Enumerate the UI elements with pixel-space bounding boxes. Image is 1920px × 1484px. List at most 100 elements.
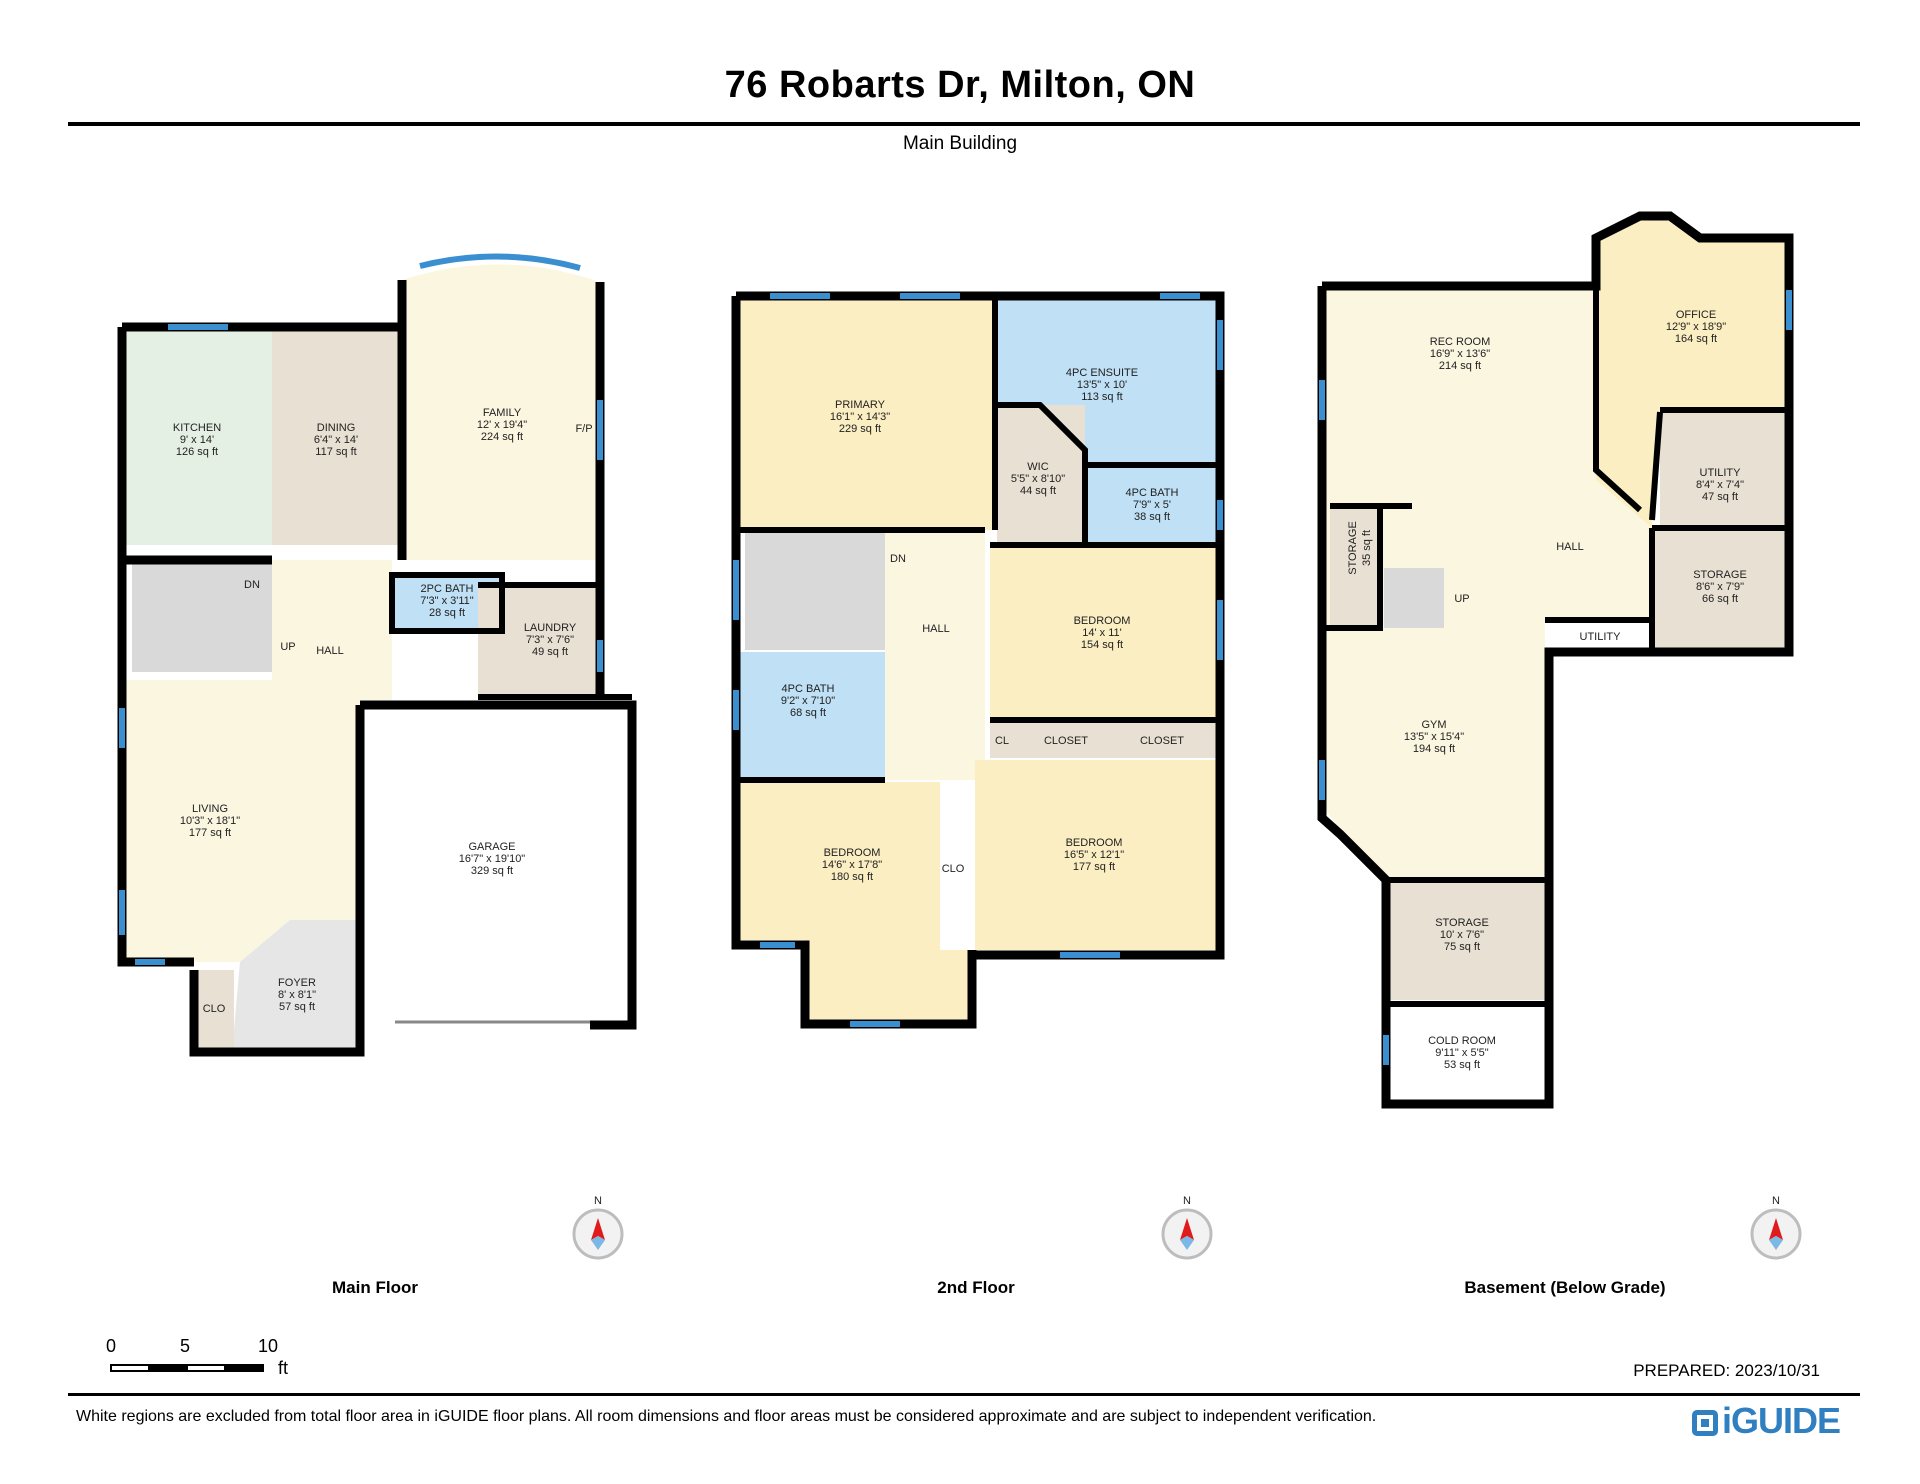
north-label: N bbox=[1772, 1195, 1780, 1207]
svg-text:12' x 19'4": 12' x 19'4" bbox=[477, 419, 527, 431]
room-4pc-bath-lower-fill bbox=[740, 652, 885, 780]
label-living: LIVING bbox=[192, 803, 228, 815]
label-utility: UTILITY bbox=[1700, 467, 1742, 479]
svg-text:13'5" x 15'4": 13'5" x 15'4" bbox=[1404, 731, 1464, 743]
svg-text:7'3" x 3'11": 7'3" x 3'11" bbox=[420, 595, 473, 607]
label-4pc-ensuite: 4PC ENSUITE bbox=[1066, 367, 1138, 379]
svg-text:47 sq ft: 47 sq ft bbox=[1702, 491, 1738, 503]
svg-text:14'6" x 17'8": 14'6" x 17'8" bbox=[822, 859, 882, 871]
svg-text:9'2" x 7'10": 9'2" x 7'10" bbox=[781, 695, 835, 707]
label-dn-main: DN bbox=[244, 579, 260, 591]
svg-text:8'4" x 7'4": 8'4" x 7'4" bbox=[1696, 479, 1744, 491]
basement-main-fill bbox=[1326, 290, 1652, 880]
svg-text:16'5" x 12'1": 16'5" x 12'1" bbox=[1064, 849, 1124, 861]
room-storage-south-fill bbox=[1390, 880, 1545, 1000]
stairs-basement bbox=[1384, 568, 1444, 628]
room-family-fill bbox=[402, 264, 600, 560]
stairs-main bbox=[132, 560, 272, 672]
svg-text:7'9" x 5': 7'9" x 5' bbox=[1133, 499, 1171, 511]
floor-label-basement: Basement (Below Grade) bbox=[1464, 1278, 1666, 1297]
compass-second: N bbox=[1161, 1195, 1213, 1260]
svg-text:9'11" x 5'5": 9'11" x 5'5" bbox=[1435, 1047, 1488, 1059]
label-hall-second: HALL bbox=[922, 623, 950, 635]
svg-text:66 sq ft: 66 sq ft bbox=[1702, 593, 1738, 605]
svg-text:16'7" x 19'10": 16'7" x 19'10" bbox=[459, 853, 526, 865]
svg-text:6'4" x 14': 6'4" x 14' bbox=[314, 434, 358, 446]
room-bedroom-sw-fill bbox=[740, 782, 968, 1020]
svg-text:10'3" x 18'1": 10'3" x 18'1" bbox=[180, 815, 240, 827]
room-4pc-bath-upper-fill bbox=[1085, 465, 1217, 545]
label-storage-south: STORAGE bbox=[1435, 917, 1489, 929]
prepared-date: PREPARED: 2023/10/31 bbox=[1633, 1361, 1820, 1380]
label-up-basement: UP bbox=[1454, 593, 1469, 605]
room-cold-room-fill bbox=[1390, 1008, 1545, 1100]
label-hall-main: HALL bbox=[316, 645, 344, 657]
scale-segment bbox=[148, 1364, 188, 1372]
svg-text:75 sq ft: 75 sq ft bbox=[1444, 941, 1480, 953]
label-rec-room: REC ROOM bbox=[1430, 336, 1491, 348]
stairs-second bbox=[745, 530, 885, 650]
hall-main-fill bbox=[272, 560, 392, 700]
label-office: OFFICE bbox=[1676, 309, 1716, 321]
north-label: N bbox=[594, 1195, 602, 1207]
svg-text:7'3" x 7'6": 7'3" x 7'6" bbox=[526, 634, 574, 646]
room-dining-fill bbox=[272, 327, 402, 545]
room-primary-fill bbox=[740, 300, 995, 530]
label-hall-basement: HALL bbox=[1556, 541, 1584, 553]
label-up-main: UP bbox=[280, 641, 295, 653]
svg-text:329 sq ft: 329 sq ft bbox=[471, 865, 513, 877]
label-foyer: FOYER bbox=[278, 977, 316, 989]
svg-text:214 sq ft: 214 sq ft bbox=[1439, 360, 1481, 372]
label-bedroom-east: BEDROOM bbox=[1074, 615, 1131, 627]
svg-text:14' x 11': 14' x 11' bbox=[1082, 627, 1121, 639]
room-wic-fill bbox=[997, 405, 1085, 545]
label-utility-small: UTILITY bbox=[1580, 631, 1622, 643]
svg-text:126 sq ft: 126 sq ft bbox=[176, 446, 218, 458]
svg-text:180 sq ft: 180 sq ft bbox=[831, 871, 873, 883]
label-4pc-bath-upper: 4PC BATH bbox=[1126, 487, 1179, 499]
svg-text:12'9" x 18'9": 12'9" x 18'9" bbox=[1666, 321, 1726, 333]
label-kitchen: KITCHEN bbox=[173, 422, 221, 434]
label-storage-stair: STORAGE bbox=[1347, 521, 1359, 575]
compass-main: N bbox=[572, 1195, 624, 1260]
label-dn-second: DN bbox=[890, 553, 906, 565]
label-4pc-bath-lower: 4PC BATH bbox=[782, 683, 835, 695]
closet-foyer-fill bbox=[194, 970, 234, 1052]
label-closet-1: CLOSET bbox=[1044, 735, 1088, 747]
label-family: FAMILY bbox=[483, 407, 522, 419]
label-laundry: LAUNDRY bbox=[524, 622, 577, 634]
svg-text:5'5" x 8'10": 5'5" x 8'10" bbox=[1011, 473, 1065, 485]
room-kitchen-fill bbox=[122, 327, 272, 545]
room-office-fill bbox=[1596, 220, 1785, 528]
closets-second bbox=[990, 720, 1217, 758]
svg-text:154 sq ft: 154 sq ft bbox=[1081, 639, 1123, 651]
scale-unit: ft bbox=[278, 1358, 289, 1378]
hall-second-fill bbox=[885, 530, 985, 780]
building-subtitle: Main Building bbox=[902, 133, 1018, 154]
svg-text:177 sq ft: 177 sq ft bbox=[189, 827, 231, 839]
room-foyer-fill bbox=[232, 920, 360, 1052]
svg-text:177 sq ft: 177 sq ft bbox=[1073, 861, 1115, 873]
label-clo-main: CLO bbox=[203, 1003, 226, 1015]
label-bedroom-se: BEDROOM bbox=[1066, 837, 1123, 849]
svg-text:8'6" x 7'9": 8'6" x 7'9" bbox=[1696, 581, 1744, 593]
svg-text:10' x 7'6": 10' x 7'6" bbox=[1440, 929, 1484, 941]
svg-text:194 sq ft: 194 sq ft bbox=[1413, 743, 1455, 755]
scale-tick-10: 10 bbox=[258, 1336, 279, 1356]
label-dining: DINING bbox=[317, 422, 356, 434]
label-bedroom-sw: BEDROOM bbox=[824, 847, 881, 859]
svg-text:44 sq ft: 44 sq ft bbox=[1020, 485, 1056, 497]
footer-rule bbox=[68, 1393, 1860, 1396]
compass-basement: N bbox=[1750, 1195, 1802, 1260]
svg-text:16'9" x 13'6": 16'9" x 13'6" bbox=[1430, 348, 1490, 360]
scale-bar: 0 5 10 ft bbox=[104, 1336, 324, 1386]
room-living-fill bbox=[122, 680, 360, 962]
basement-plan: REC ROOM 16'9" x 13'6" 214 sq ft OFFICE … bbox=[1317, 211, 1794, 1109]
scale-segment bbox=[224, 1364, 264, 1372]
room-garage-fill bbox=[360, 705, 632, 1023]
scale-tick-5: 5 bbox=[180, 1336, 191, 1356]
label-2pc-bath: 2PC BATH bbox=[421, 583, 474, 595]
svg-text:13'5" x 10': 13'5" x 10' bbox=[1077, 379, 1127, 391]
label-cl: CL bbox=[995, 735, 1009, 747]
